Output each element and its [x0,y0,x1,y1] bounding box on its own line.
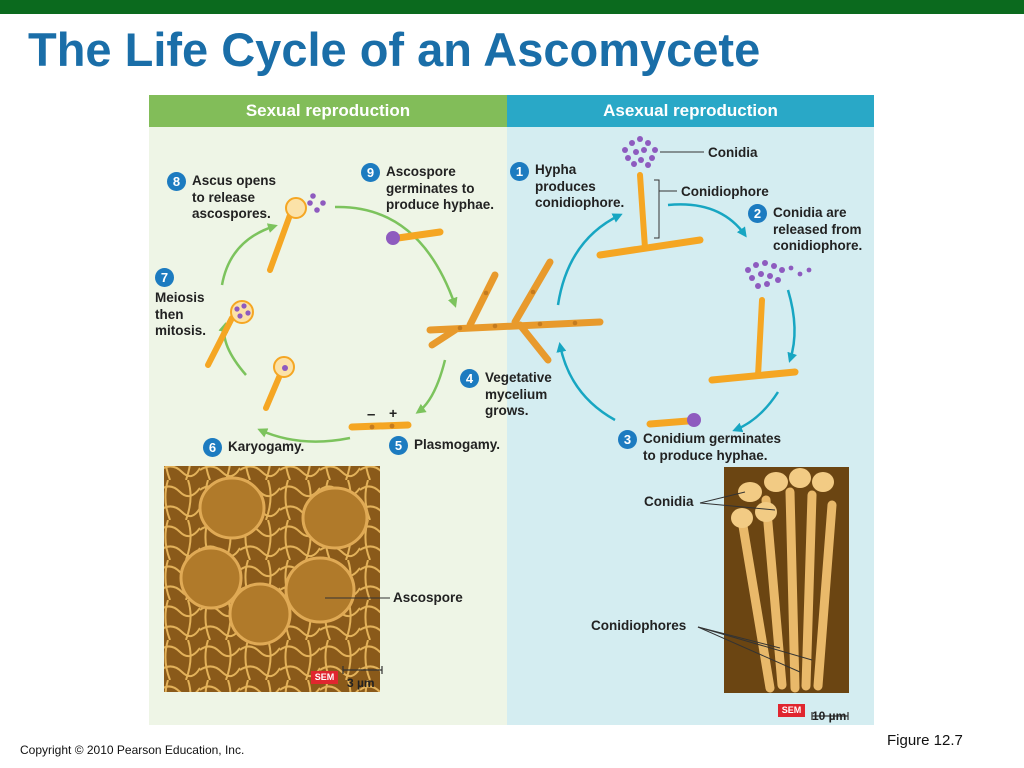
step-8-text: Ascus opens to release ascospores. [192,173,277,221]
step-5-text: Plasmogamy. [414,437,501,452]
plus-mating-type: + [389,405,398,421]
sem-tag-right: SEM [778,704,805,717]
conidiophore-label: Conidiophore [681,184,769,199]
step-4-badge: 4 [460,369,479,388]
minus-mating-type: – [367,406,376,423]
step-6-badge: 6 [203,438,222,457]
step-4-text: Vegetative mycelium grows. [485,370,552,418]
germinating-ascospore [386,228,444,245]
conidiophores-sem-label: Conidiophores [591,618,687,633]
conidia-label: Conidia [708,145,758,160]
conidia-sem-label: Conidia [644,494,694,509]
opening-ascus [267,193,326,273]
top-accent-bar [0,0,1024,14]
step-7-badge: 7 [155,268,174,287]
asexual-header: Asexual reproduction [507,95,874,127]
step-5-badge: 5 [389,436,408,455]
scale-bar-right: 10 µm [812,709,847,723]
step-3-text: Conidium germinates to produce hyphae. [643,431,782,463]
germinating-conidium [646,413,701,428]
step-2-badge: 2 [748,204,767,223]
copyright-notice: Copyright © 2010 Pearson Education, Inc. [20,743,245,757]
conidiophore-top [596,136,704,259]
step-1-badge: 1 [510,162,529,181]
vegetative-mycelium [426,258,604,364]
scale-bar-left: 3 µm [347,676,375,690]
step-6-text: Karyogamy. [228,439,305,454]
step-9-badge: 9 [361,163,380,182]
step-1-text: Hypha produces conidiophore. [535,162,625,210]
step-9-text: Ascospore germinates to produce hyphae. [386,164,495,212]
step-3-badge: 3 [618,430,637,449]
sem-tag-left: SEM [311,671,338,684]
ascospore-micrograph [164,466,380,692]
asexual-cycle-arrows [556,203,797,433]
step-7-text: Meiosis then mitosis. [155,290,207,338]
step-8-badge: 8 [167,172,186,191]
sexual-cycle-arrows [218,205,458,443]
ascospore-label: Ascospore [393,590,463,605]
conidiophore-micrograph [724,467,849,693]
step-2-text: Conidia are released from conidiophore. [773,205,863,253]
ascus-with-spores [205,300,254,368]
plasmogamy-hyphae [348,421,412,431]
conidiophore-releasing [708,260,812,384]
karyogamy-ascus [263,356,295,411]
slide-title: The Life Cycle of an Ascomycete [28,23,761,76]
figure-number: Figure 12.7 [887,732,963,749]
sexual-header: Sexual reproduction [149,95,507,127]
